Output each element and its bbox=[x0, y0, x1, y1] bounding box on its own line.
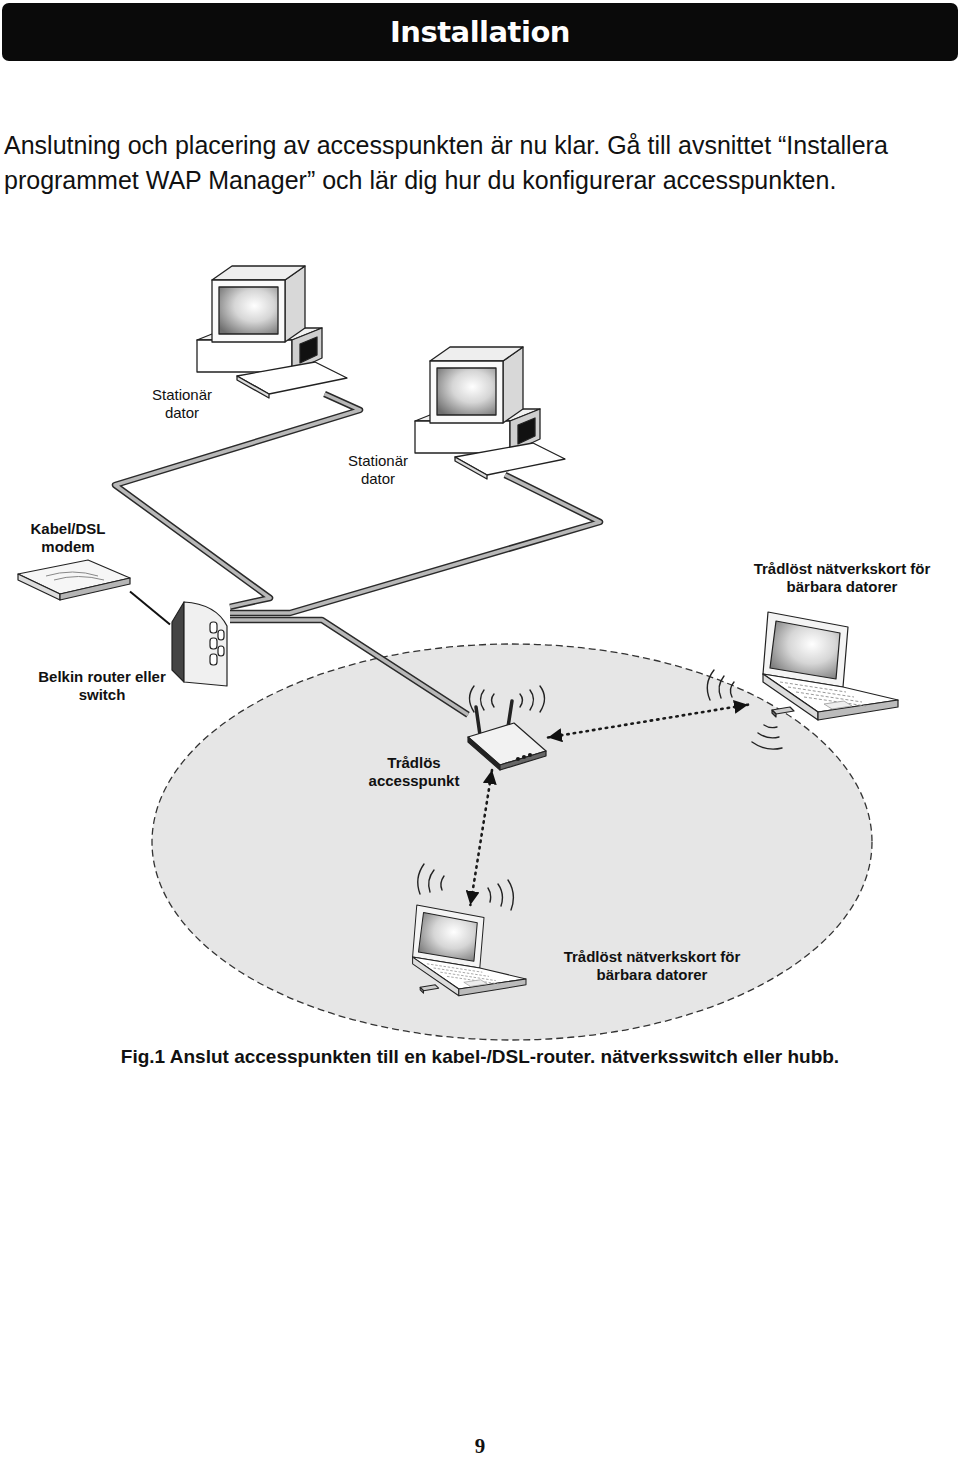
connector bbox=[230, 475, 600, 613]
device-node: Trådlöst nätverkskort för bärbara datore… bbox=[748, 612, 900, 725]
connector bbox=[130, 592, 170, 625]
device-label: Belkin router eller switch bbox=[27, 668, 177, 704]
page-number: 9 bbox=[430, 1434, 530, 1459]
network-cable bbox=[230, 475, 600, 613]
cable-outline bbox=[230, 620, 468, 715]
cable-outline bbox=[115, 394, 360, 607]
device-label: Stationär dator bbox=[140, 386, 224, 422]
router-icon bbox=[172, 602, 227, 686]
cable-outline bbox=[230, 475, 600, 613]
device-node: Trådlöst nätverkskort för bärbara datore… bbox=[400, 905, 528, 1013]
connector bbox=[230, 620, 468, 715]
wireless-link bbox=[548, 705, 748, 738]
device-label: Trådlöst nätverkskort för bärbara datore… bbox=[542, 948, 762, 984]
device-label: Trådlös accesspunkt bbox=[362, 754, 466, 790]
device-node: Belkin router eller switch bbox=[170, 598, 230, 686]
device-node: Stationär dator bbox=[197, 262, 347, 394]
device-label: Trådlöst nätverkskort för bärbara datore… bbox=[732, 560, 952, 596]
figure-caption: Fig.1 Anslut accesspunkten till en kabel… bbox=[40, 1045, 920, 1069]
device-label: Stationär dator bbox=[336, 452, 420, 488]
connector bbox=[115, 394, 360, 607]
network-cable bbox=[230, 620, 468, 715]
network-cable bbox=[115, 394, 360, 607]
device-node: Stationär dator bbox=[415, 343, 565, 475]
modem-icon bbox=[18, 560, 130, 600]
wireless-link bbox=[470, 770, 492, 905]
radio-waves bbox=[418, 670, 782, 910]
page-title: Installation bbox=[390, 15, 570, 49]
connector bbox=[548, 705, 748, 738]
device-node: Trådlös accesspunkt bbox=[468, 705, 548, 770]
device-label: Kabel/DSL modem bbox=[20, 520, 116, 556]
desktop-computer bbox=[197, 266, 347, 398]
access-point-icon bbox=[468, 701, 546, 770]
header-bar: Installation bbox=[2, 3, 958, 61]
device-node: Kabel/DSL modem bbox=[15, 560, 130, 605]
laptop-computer bbox=[413, 905, 526, 996]
laptop-computer bbox=[763, 612, 898, 720]
intro-text: Anslutning och placering av accesspunkte… bbox=[4, 128, 944, 198]
connector bbox=[470, 770, 492, 905]
modem-cable bbox=[130, 592, 170, 625]
desktop-computer bbox=[415, 347, 565, 479]
wireless-range bbox=[152, 644, 872, 1040]
